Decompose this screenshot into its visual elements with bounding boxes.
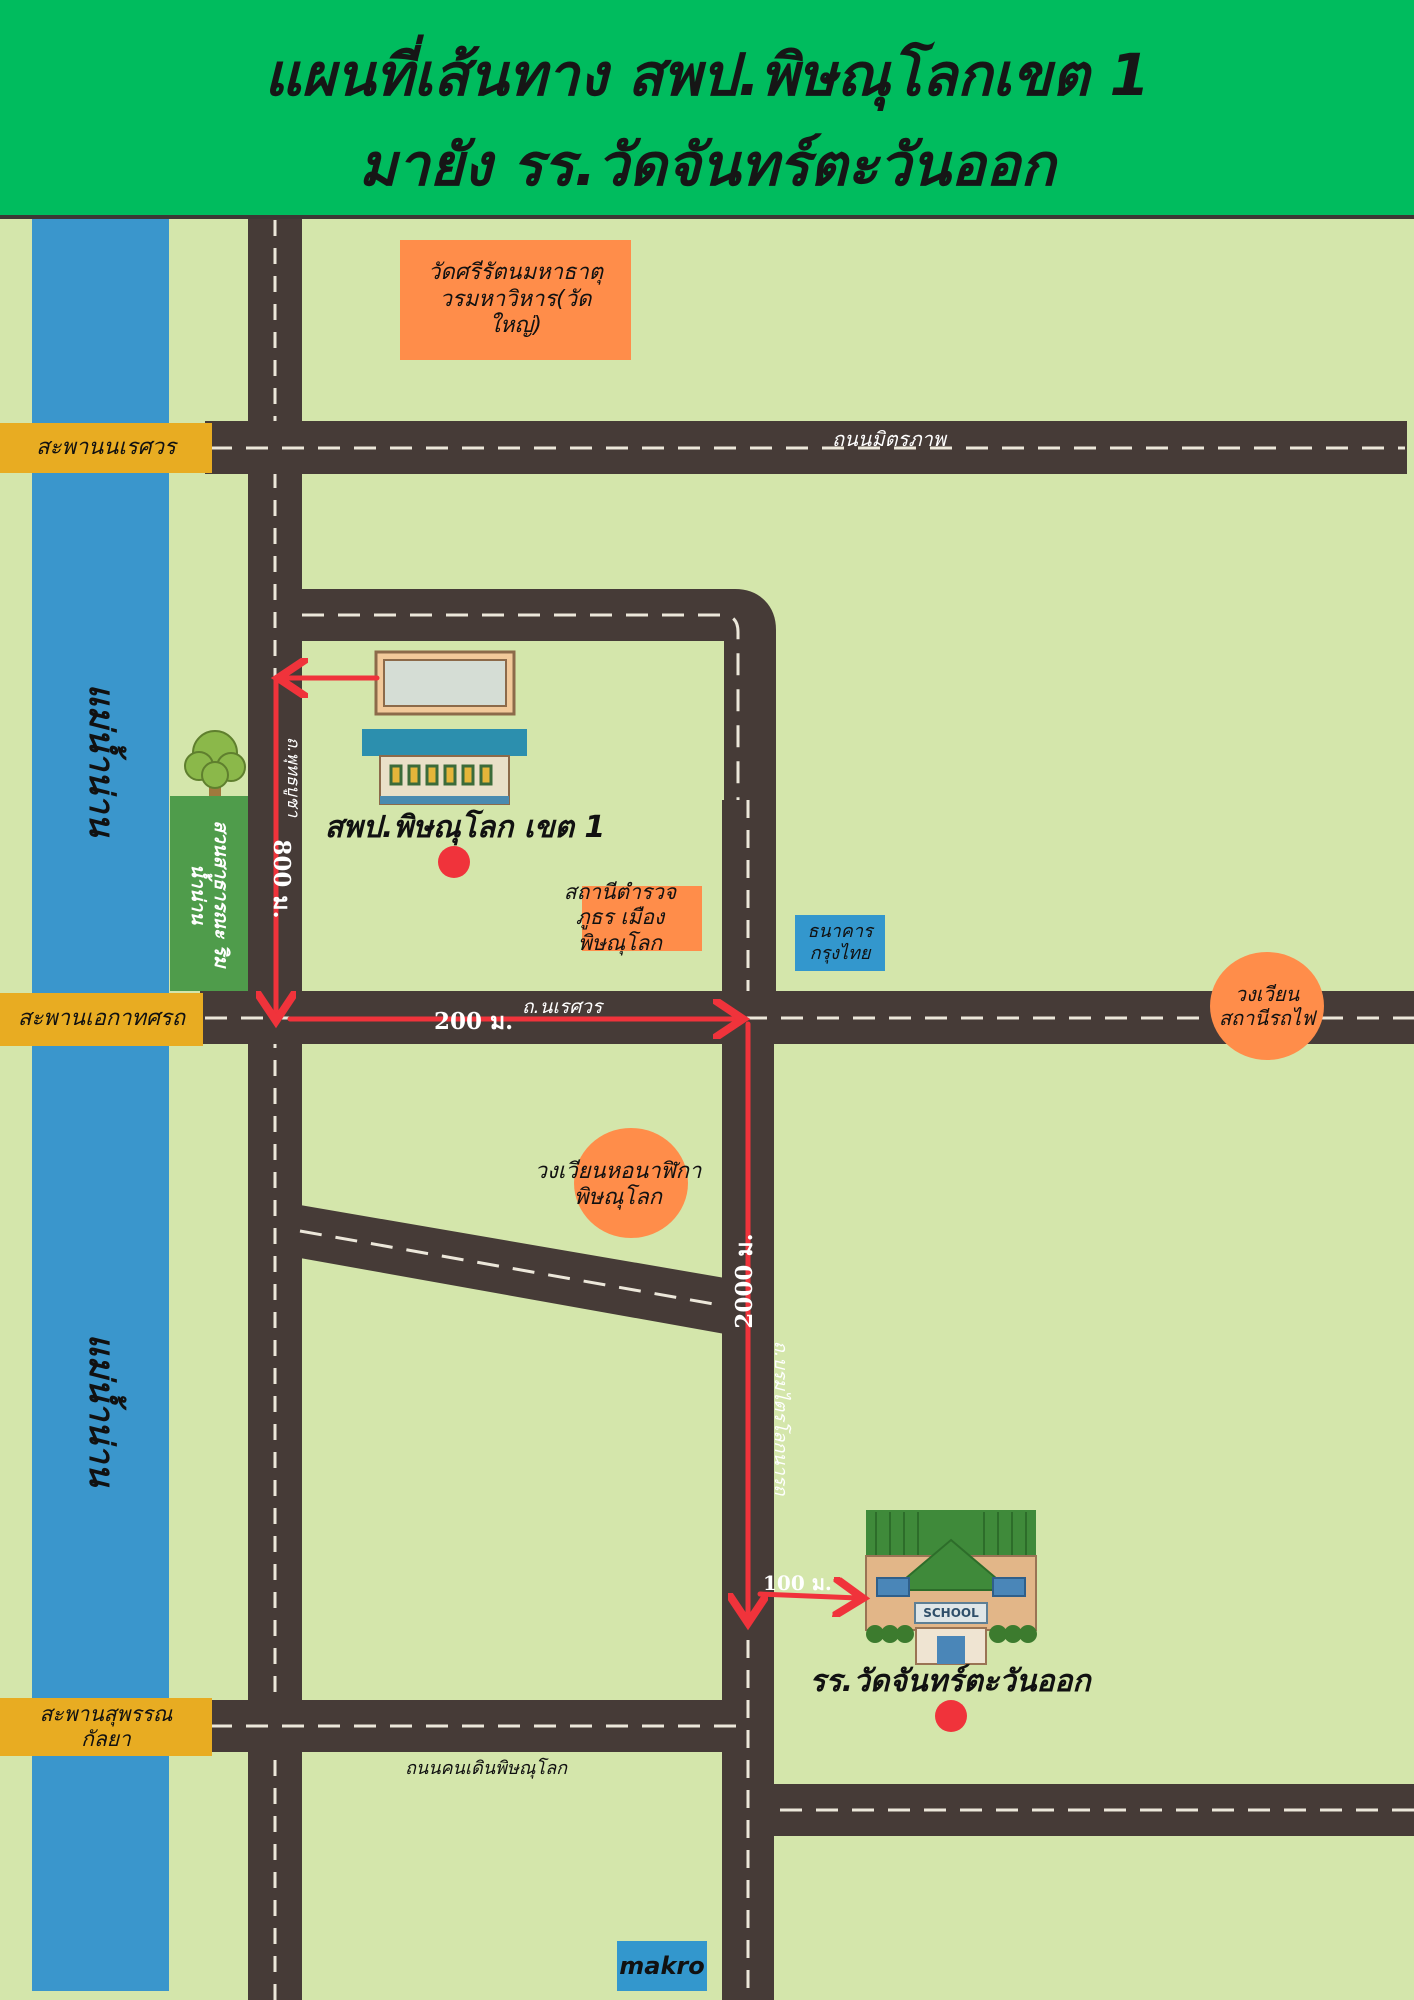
park-area [170, 796, 248, 991]
school-building-icon [865, 1510, 1037, 1665]
road-label-mittraphap: ถนนมิตรภาพ [832, 427, 946, 451]
header-banner: แผนที่เส้นทาง สพป.พิษณุโลกเขต 1 มายัง รร… [0, 0, 1414, 219]
road-label-phuttha-bucha: ถ.พุทธบูชา [283, 736, 304, 818]
river-label-bottom: แม่น้ำน่าน [81, 1333, 122, 1487]
road-label-borom: ถ.บรมไตรโลกนารถ [769, 1340, 791, 1496]
school-sign: SCHOOL [923, 1605, 979, 1620]
bridge-ekathotsarot: สะพานเอกาทศรถ [0, 993, 203, 1046]
road-loop [302, 589, 776, 1000]
office-building-icon [362, 650, 527, 805]
distance-2000: 2000 ม. [731, 1233, 758, 1329]
map-title-line1: แผนที่เส้นทาง สพป.พิษณุโลกเขต 1 [264, 41, 1150, 109]
landmark-wat-yai: วัดศรีรัตนมหาธาตุ วรมหาวิหาร(วัดใหญ่) [400, 240, 631, 360]
police-marker [582, 886, 702, 951]
road-label-naresuan: ถ.นเรศวร [522, 996, 603, 1018]
office-location-dot [438, 846, 470, 878]
road-diagonal [300, 1205, 725, 1334]
clock-circle-marker [574, 1128, 688, 1238]
landmark-ktb: ธนาคาร กรุงไทย [795, 915, 885, 971]
road-lower-right [774, 1784, 1414, 1836]
distance-100: 100 ม. [763, 1571, 832, 1595]
roads [200, 215, 1414, 2000]
park-label: สวนสาธารณะ ริมน้ำน่าน [187, 820, 232, 968]
landmark-clock-circle: วงเวียนหอนาฬิกา พิษณุโลก [534, 1158, 702, 1210]
landmark-station-circle: วงเวียน สถานีรถไฟ [1210, 952, 1324, 1060]
office-name-label: สพป.พิษณุโลก เขต 1 [324, 810, 606, 845]
landmark-police: สถานีตำรวจภูธร เมืองพิษณุโลก [563, 880, 677, 955]
distance-800: 800 ม. [268, 839, 295, 919]
map-title-line2: มายัง รร.วัดจันทร์ตะวันออก [358, 131, 1056, 199]
landmark-makro: makro [617, 1941, 707, 1991]
school-location-dot [935, 1700, 967, 1732]
bridge-suphankalaya: สะพานสุพรรณกัลยา [0, 1698, 212, 1756]
road-label-walking-street: ถนนคนเดินพิษณุโลก [405, 1758, 568, 1779]
distance-200: 200 ม. [434, 1008, 514, 1035]
bridge-naresuan: สะพานนเรศวร [0, 423, 212, 473]
route-path [276, 678, 858, 1618]
river-label-top: แม่น้ำน่าน [81, 683, 122, 837]
river [32, 219, 169, 1991]
school-name-label: รร.วัดจันทร์ตะวันออก [809, 1664, 1091, 1699]
